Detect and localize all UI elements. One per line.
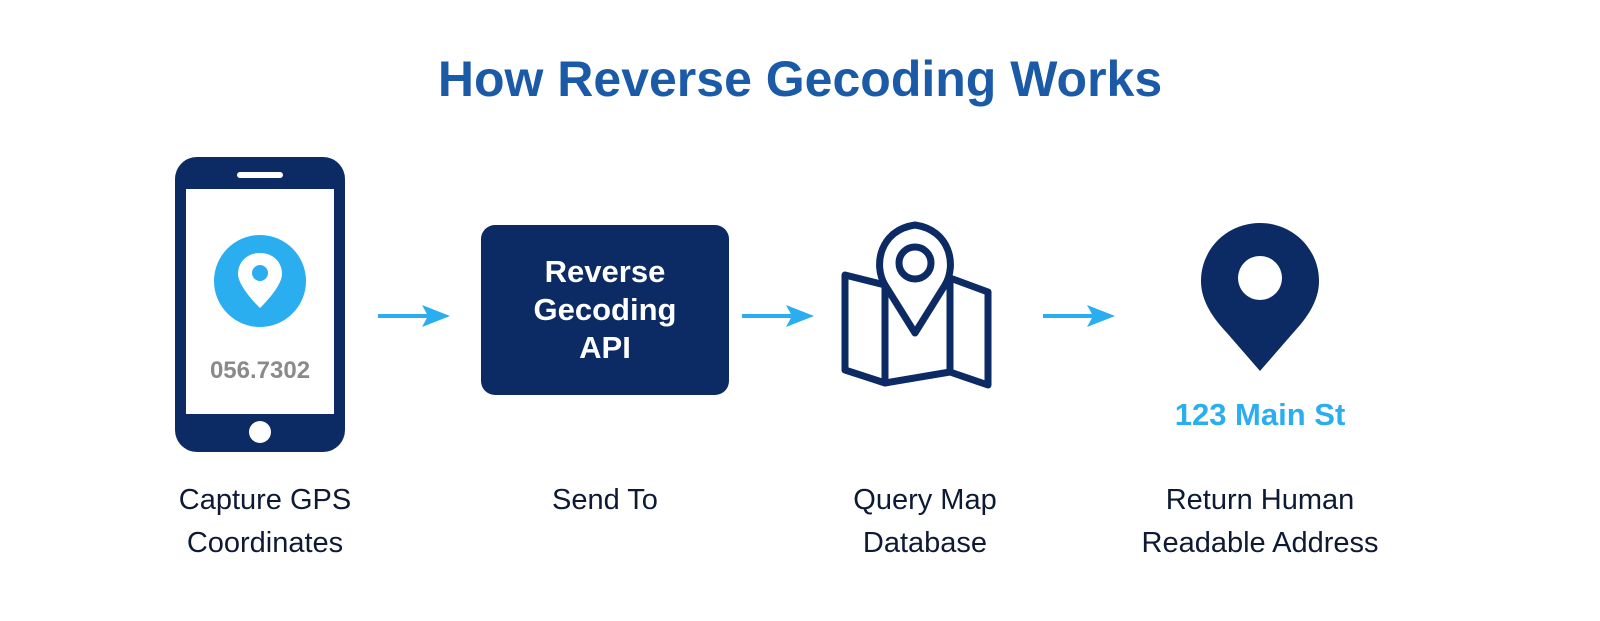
- step-4-caption: Return Human Readable Address: [1141, 484, 1379, 559]
- reverse-geocoding-api-box: Reverse Gecoding API: [481, 225, 729, 395]
- arrow-right-icon: [1043, 305, 1115, 327]
- gps-coordinates-readout: 056.7302: [209, 357, 311, 384]
- map-with-pin-icon: [841, 221, 992, 389]
- location-pin-icon: [1201, 223, 1319, 371]
- location-circle-icon: [214, 235, 306, 327]
- step-3-caption: Query Map Database: [853, 484, 997, 559]
- step-2-caption: Send To: [552, 484, 658, 516]
- address-result: 123 Main St: [1174, 397, 1346, 432]
- step-capture-gps: 056.7302: [175, 157, 345, 452]
- step-1-caption: Capture GPS Coordinates: [178, 484, 352, 559]
- diagram-title: How Reverse Gecoding Works: [437, 51, 1163, 107]
- arrow-right-icon: [742, 305, 814, 327]
- arrow-right-icon: [378, 305, 450, 327]
